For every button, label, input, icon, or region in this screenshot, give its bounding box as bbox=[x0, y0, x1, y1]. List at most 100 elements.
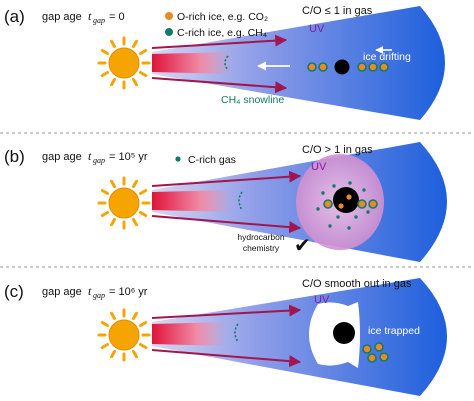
c-rich-gas-dot bbox=[348, 181, 352, 185]
gap-age-symbol: t bbox=[88, 149, 92, 163]
uv-arrow-lower bbox=[151, 349, 302, 368]
gap-age-symbol: t bbox=[88, 9, 92, 23]
uv-arrow-upper bbox=[151, 170, 302, 187]
star-ray bbox=[132, 218, 138, 227]
c-rich-gas-dot bbox=[347, 226, 351, 230]
o-rich-legend-marker bbox=[165, 12, 173, 20]
ice-pebble bbox=[357, 62, 367, 72]
star-ray bbox=[110, 78, 116, 87]
star-ray bbox=[139, 211, 148, 217]
ice-pebble bbox=[357, 199, 367, 209]
c-rich-legend-marker bbox=[165, 28, 173, 36]
gap-age-value: = 10⁵ yr bbox=[109, 151, 148, 163]
ice-pebble bbox=[362, 344, 372, 354]
snowline-dashes bbox=[238, 191, 243, 211]
ice-pebble bbox=[323, 199, 333, 209]
ice-pebbles bbox=[307, 62, 389, 72]
star-ray bbox=[139, 343, 148, 349]
gap-age-text: gap age bbox=[42, 151, 82, 163]
checkmark-icon: ✔ bbox=[294, 235, 311, 257]
panel-c-label: (c) bbox=[4, 282, 24, 301]
gap-age-subscript: gap bbox=[93, 156, 105, 165]
c-rich-gas-dot bbox=[316, 207, 320, 211]
planet bbox=[334, 59, 350, 75]
ice-pebbles bbox=[362, 342, 389, 363]
snowline-dashes bbox=[224, 55, 229, 71]
star-ray bbox=[100, 211, 109, 217]
ice-pebble bbox=[379, 62, 389, 72]
c-rich-gas-dot bbox=[328, 224, 332, 228]
c-rich-legend-text: C-rich ice, e.g. CH₄ bbox=[177, 27, 267, 39]
snowline-dashes bbox=[234, 323, 239, 343]
star-ray bbox=[132, 311, 138, 320]
ice-drifting-label: ice drifting bbox=[363, 51, 411, 63]
star-ray bbox=[110, 350, 116, 359]
inner-heated-region bbox=[152, 322, 226, 346]
co-ratio-text: C/O ≤ 1 in gas bbox=[302, 5, 373, 17]
uv-arrow-lower bbox=[151, 77, 288, 94]
star-ray bbox=[132, 78, 138, 87]
c-rich-gas-dot bbox=[321, 191, 325, 195]
panel-c-gap-age: gap age t gap = 10⁶ yr bbox=[42, 284, 148, 300]
o-rich-legend-text: O-rich ice, e.g. CO₂ bbox=[177, 11, 268, 23]
disk-wedge bbox=[152, 6, 445, 120]
uv-label: UV bbox=[314, 294, 330, 306]
c-rich-gas-dot bbox=[354, 215, 358, 219]
inner-heated-region bbox=[152, 52, 232, 74]
ice-pebble bbox=[374, 342, 384, 352]
inner-heated-region bbox=[152, 190, 232, 212]
star-ray bbox=[132, 39, 138, 48]
panel-c: (c) gap age t gap = 10⁶ yr C/O smooth ou… bbox=[4, 278, 447, 396]
star-icon bbox=[97, 308, 151, 362]
ice-pebble bbox=[367, 353, 377, 363]
ice-trapped-label: ice trapped bbox=[368, 325, 420, 337]
star-ray bbox=[100, 189, 109, 195]
o-rich-grain bbox=[346, 194, 352, 200]
star-ray bbox=[100, 71, 109, 77]
ice-pebble bbox=[318, 62, 328, 72]
hydrocarbon-label-line2: chemistry bbox=[243, 243, 280, 253]
panel-b-label: (b) bbox=[4, 147, 25, 166]
c-rich-gas-dot bbox=[336, 215, 340, 219]
star-ray bbox=[110, 179, 116, 188]
c-rich-gas-dot bbox=[362, 188, 366, 192]
co-ratio-text: C/O smooth out in gas bbox=[302, 278, 412, 290]
star-icon bbox=[97, 36, 151, 90]
hydrocarbon-label-line1: hydrocarbon bbox=[237, 232, 285, 242]
uv-label: UV bbox=[309, 23, 325, 35]
c-rich-gas-dot bbox=[332, 184, 336, 188]
gap-age-subscript: gap bbox=[93, 291, 105, 300]
star-ray bbox=[110, 39, 116, 48]
c-rich-gas-dots bbox=[316, 181, 370, 230]
c-rich-gas-legend-marker bbox=[175, 156, 181, 162]
ice-pebbles bbox=[323, 194, 378, 209]
panel-b: (b) gap age t gap = 10⁵ yr C-rich gas C/… bbox=[4, 142, 447, 262]
gap-age-symbol: t bbox=[88, 284, 92, 298]
star-ray bbox=[110, 311, 116, 320]
star-ray bbox=[100, 343, 109, 349]
star-ray bbox=[139, 321, 148, 327]
ice-pebble bbox=[379, 352, 389, 362]
panel-a: (a) gap age t gap = 0 O-rich ice, e.g. C… bbox=[4, 5, 445, 120]
panel-a-gap-age: gap age t gap = 0 bbox=[42, 9, 125, 25]
star-ray bbox=[139, 189, 148, 195]
ice-pebble bbox=[368, 62, 378, 72]
uv-label: UV bbox=[311, 161, 327, 173]
gap-age-subscript: gap bbox=[93, 16, 105, 25]
gap-age-text: gap age bbox=[42, 286, 82, 298]
ice-pebble bbox=[368, 199, 378, 209]
disk-wedge bbox=[152, 278, 447, 396]
ice-pebble bbox=[307, 62, 317, 72]
panel-b-gap-age: gap age t gap = 10⁵ yr bbox=[42, 149, 148, 165]
o-rich-grain bbox=[338, 203, 344, 209]
c-rich-gas-legend-text: C-rich gas bbox=[188, 154, 236, 166]
star-ray bbox=[100, 49, 109, 55]
star-ray bbox=[132, 350, 138, 359]
planet bbox=[333, 187, 359, 213]
co-ratio-text: C/O > 1 in gas bbox=[302, 144, 373, 156]
c-rich-gas-dot bbox=[366, 210, 370, 214]
ch4-snowline-label: CH₄ snowline bbox=[221, 94, 284, 106]
planet bbox=[333, 322, 355, 344]
star-ray bbox=[132, 179, 138, 188]
